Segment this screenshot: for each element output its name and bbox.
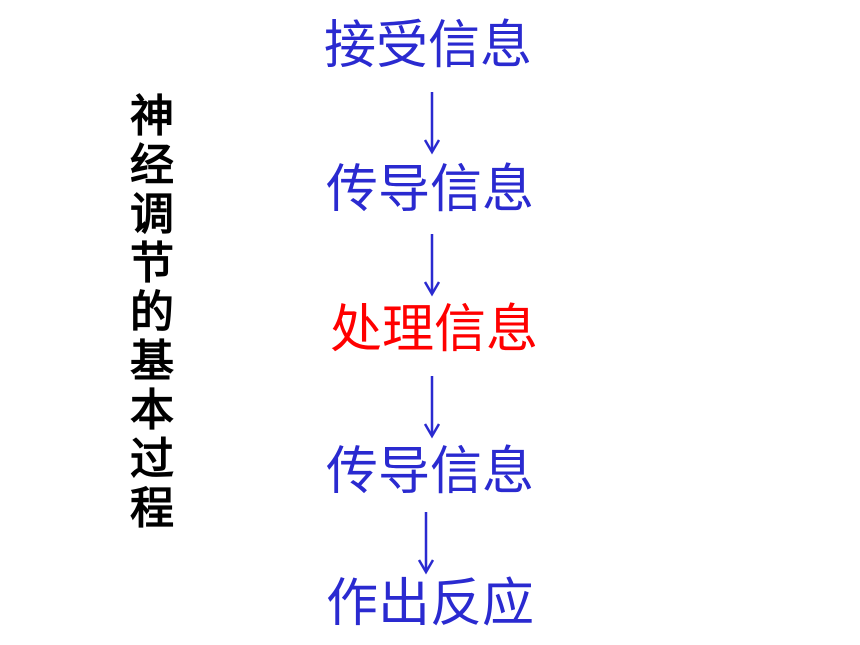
step-conduct-info-1: 传导信息: [326, 160, 535, 220]
step-receive-info: 接受信息: [324, 16, 533, 76]
arrow-down-1: [423, 92, 441, 155]
arrow-down-2: [423, 234, 441, 297]
step-make-response: 作出反应: [326, 574, 535, 634]
arrow-down-4: [417, 512, 435, 575]
step-conduct-info-2: 传导信息: [326, 442, 535, 502]
arrow-down-3: [423, 376, 441, 439]
step-process-info: 处理信息: [330, 300, 539, 360]
process-title: 神经调节的基本过程: [130, 91, 174, 534]
